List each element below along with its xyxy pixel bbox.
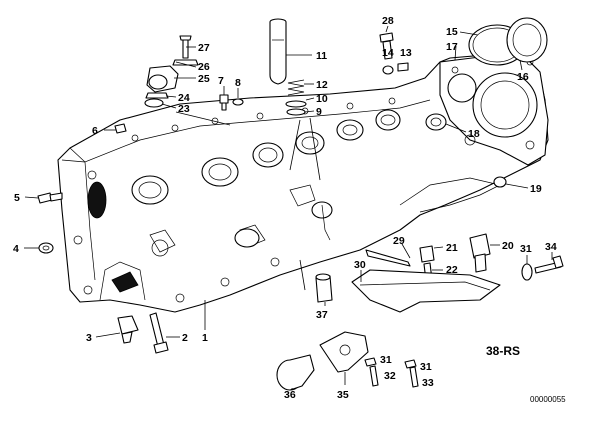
leader-9 (309, 117, 321, 181)
callout-30: 30 (354, 259, 366, 271)
callout-3: 3 (86, 332, 92, 344)
oil-pressure-switch-assembly (144, 35, 199, 109)
leader-12 (289, 119, 301, 171)
callout-21: 21 (446, 242, 458, 254)
callout-1: 1 (202, 332, 208, 344)
bolt-2 (149, 312, 180, 354)
plug-6 (104, 123, 127, 134)
callout-35: 35 (337, 389, 349, 401)
callout-31-right: 31 (420, 361, 432, 373)
bolts-28-13-14 (379, 25, 409, 75)
callout-25: 25 (198, 73, 210, 85)
callout-24: 24 (178, 92, 190, 104)
callout-23: 23 (178, 103, 190, 115)
seal-rings-15-16-17 (454, 17, 548, 71)
sensor-3 (95, 315, 139, 344)
callout-14: 14 (382, 47, 394, 59)
callout-10: 10 (316, 93, 328, 105)
washer-bolt-31-34 (521, 252, 564, 281)
callout-33: 33 (422, 377, 434, 389)
callout-11: 11 (316, 50, 327, 62)
mount-parts-31-32-33-35-36 (276, 331, 419, 391)
callout-2: 2 (182, 332, 188, 344)
callout-20: 20 (502, 240, 514, 252)
callout-31-left: 31 (380, 354, 392, 366)
seal-18 (425, 113, 467, 133)
callout-32: 32 (384, 370, 396, 382)
diagram-code: 38-RS (486, 344, 520, 358)
cylinder-bores (131, 109, 401, 205)
bracket-30 (351, 269, 501, 313)
callout-26: 26 (198, 61, 210, 73)
sleeve-37 (299, 259, 333, 306)
dipstick-tube (269, 18, 312, 85)
drawing-number: 00000055 (530, 395, 566, 404)
callout-28: 28 (382, 15, 394, 27)
callout-37: 37 (316, 309, 328, 321)
callout-5: 5 (14, 192, 20, 204)
callout-22: 22 (446, 264, 458, 276)
callout-13: 13 (400, 47, 412, 59)
callout-9: 9 (316, 106, 322, 118)
nut-4 (24, 242, 54, 254)
leader-23 (175, 111, 231, 126)
callout-labels: 27 26 25 24 23 7 8 11 12 10 9 6 5 4 3 2 … (13, 15, 557, 401)
bolt-7-8 (219, 86, 244, 111)
callout-29: 29 (393, 235, 405, 247)
stud-5 (24, 192, 63, 204)
spring-stack (285, 79, 315, 116)
callout-18: 18 (468, 128, 480, 140)
callout-17: 17 (446, 41, 458, 53)
callout-16: 16 (517, 71, 529, 83)
callout-31: 31 (520, 243, 532, 255)
callout-34: 34 (545, 241, 557, 253)
plug-19 (493, 176, 529, 189)
callout-36: 36 (284, 389, 296, 401)
callout-12: 12 (316, 79, 328, 91)
callout-27: 27 (198, 42, 210, 54)
callout-19: 19 (530, 183, 542, 195)
callout-6: 6 (92, 125, 98, 137)
callout-8: 8 (235, 77, 241, 89)
callout-4: 4 (13, 243, 19, 255)
callout-7: 7 (218, 75, 224, 87)
callout-15: 15 (446, 26, 458, 38)
engine-block (57, 51, 549, 313)
